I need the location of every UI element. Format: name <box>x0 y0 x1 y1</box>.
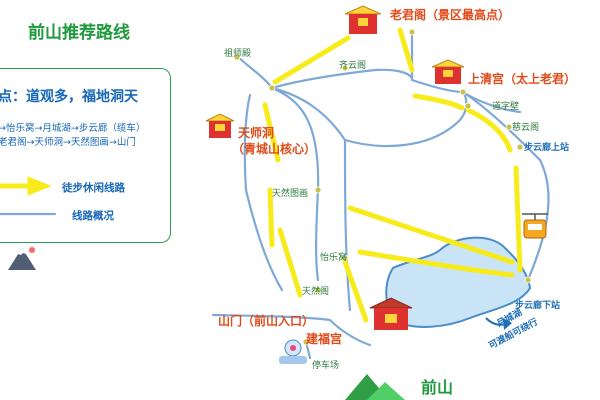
temple-icon <box>369 297 413 330</box>
label-daozibi: 道字壁 <box>492 102 520 112</box>
mountain-icon <box>345 374 405 400</box>
temple-icon <box>431 59 465 84</box>
label-shanmen: 山门（前山入口） <box>218 314 315 328</box>
hiking-paths <box>0 27 523 323</box>
label-zushidian: 祖师殿 <box>224 49 252 59</box>
route-description-line-2: 老君阁→天师洞→天然图画→山门 <box>0 137 136 148</box>
label-parking: 停车场 <box>312 361 340 371</box>
label-tianshidong: 天师洞 <box>238 126 275 140</box>
temple-icon <box>205 113 235 138</box>
mountain-icon <box>8 247 36 270</box>
label-ciyunge: 慈云阁 <box>512 123 540 133</box>
label-yilewo: 怡乐窝 <box>320 253 348 263</box>
station-dots <box>233 28 532 346</box>
legend-panel-frame <box>0 68 171 243</box>
label-shangqinggong: 上清宫（太上老君） <box>468 72 577 86</box>
label-tianshidong-sub: （青城山核心） <box>232 142 317 156</box>
label-jianfugong: 建福宫 <box>306 332 343 346</box>
label-tianrantuhua: 天然图画 <box>272 189 309 199</box>
label-buyunlang-shang: 步云廊上站 <box>524 143 570 153</box>
page-title: 前山推荐路线 <box>28 23 130 43</box>
legend-route-label: 线路概况 <box>72 210 114 222</box>
car-icon <box>279 339 307 364</box>
cable-car-icon <box>522 213 548 239</box>
temple-icon <box>344 5 382 34</box>
label-buyunlang-xia: 步云廊下站 <box>515 301 561 311</box>
legend-hiking-label: 徒步休闲线路 <box>62 182 125 194</box>
route-description-line-1: →怡乐窝→月城湖→步云廊（缆车） <box>0 123 146 134</box>
bottom-title: 前山 <box>421 378 454 397</box>
label-laojunge: 老君阁（景区最高点） <box>390 8 511 22</box>
route-theme: 点：道观多，福地洞天 <box>0 89 138 105</box>
label-tianrange: 天然阁 <box>302 287 330 297</box>
label-qiyunge: 齐云阁 <box>339 61 367 71</box>
route-lines <box>0 30 550 360</box>
